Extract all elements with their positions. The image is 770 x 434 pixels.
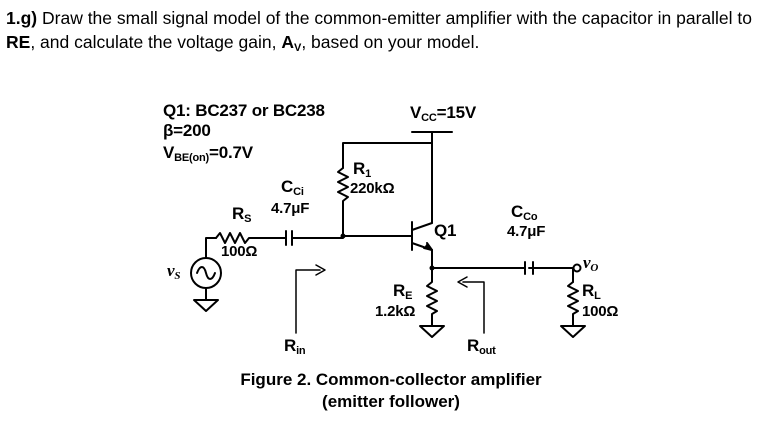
rl-ground	[560, 325, 586, 338]
vcc-rail	[342, 131, 453, 169]
re-label: RE	[393, 281, 413, 302]
q1-emitter-arrow	[423, 242, 433, 251]
source-wire	[205, 237, 217, 259]
vbe-spec: VBE(on)=0.7V	[163, 143, 253, 164]
figure-caption-sub: (emitter follower)	[322, 392, 460, 411]
cco-value: 4.7μF	[507, 223, 546, 240]
rs-resistor	[215, 232, 283, 244]
cco-label: CCo	[511, 202, 538, 223]
re-resistor	[426, 267, 438, 327]
rout-label: Rout	[467, 336, 496, 357]
transistor-spec: Q1: BC237 or BC238	[163, 101, 325, 120]
re-ground	[419, 325, 445, 338]
rout-arrowhead	[457, 276, 468, 288]
figure-caption: Figure 2. Common-collector amplifier	[240, 370, 542, 389]
cci-label: CCi	[281, 177, 304, 198]
vs-sine	[196, 266, 216, 280]
rs-value: 100Ω	[221, 243, 258, 260]
r1-resistor	[337, 167, 349, 237]
rl-label: RL	[582, 281, 601, 302]
rin-label: Rin	[284, 336, 306, 357]
rin-arrowhead	[315, 264, 326, 276]
rs-label: RS	[232, 204, 252, 225]
cci-value: 4.7μF	[271, 200, 310, 217]
cci-capacitor	[281, 230, 344, 246]
vcc-label: VCC=15V	[410, 103, 477, 124]
question-number: 1.g)	[6, 8, 38, 28]
vs-label: vS	[167, 261, 181, 282]
r1-value: 220kΩ	[350, 180, 395, 197]
vo-label: vO	[583, 253, 599, 274]
beta-spec: β=200	[163, 121, 211, 140]
vo-terminal	[572, 263, 582, 273]
re-value: 1.2kΩ	[375, 303, 416, 320]
vs-ground	[193, 299, 219, 312]
rl-value: 100Ω	[582, 303, 619, 320]
rout-arrow	[462, 281, 485, 334]
rl-resistor	[567, 281, 579, 327]
cco-capacitor	[524, 261, 574, 275]
question-text: 1.g) Draw the small signal model of the …	[6, 8, 753, 54]
q1-label: Q1	[434, 221, 457, 240]
rin-arrow	[295, 269, 321, 334]
r1-label: R1	[353, 159, 371, 180]
